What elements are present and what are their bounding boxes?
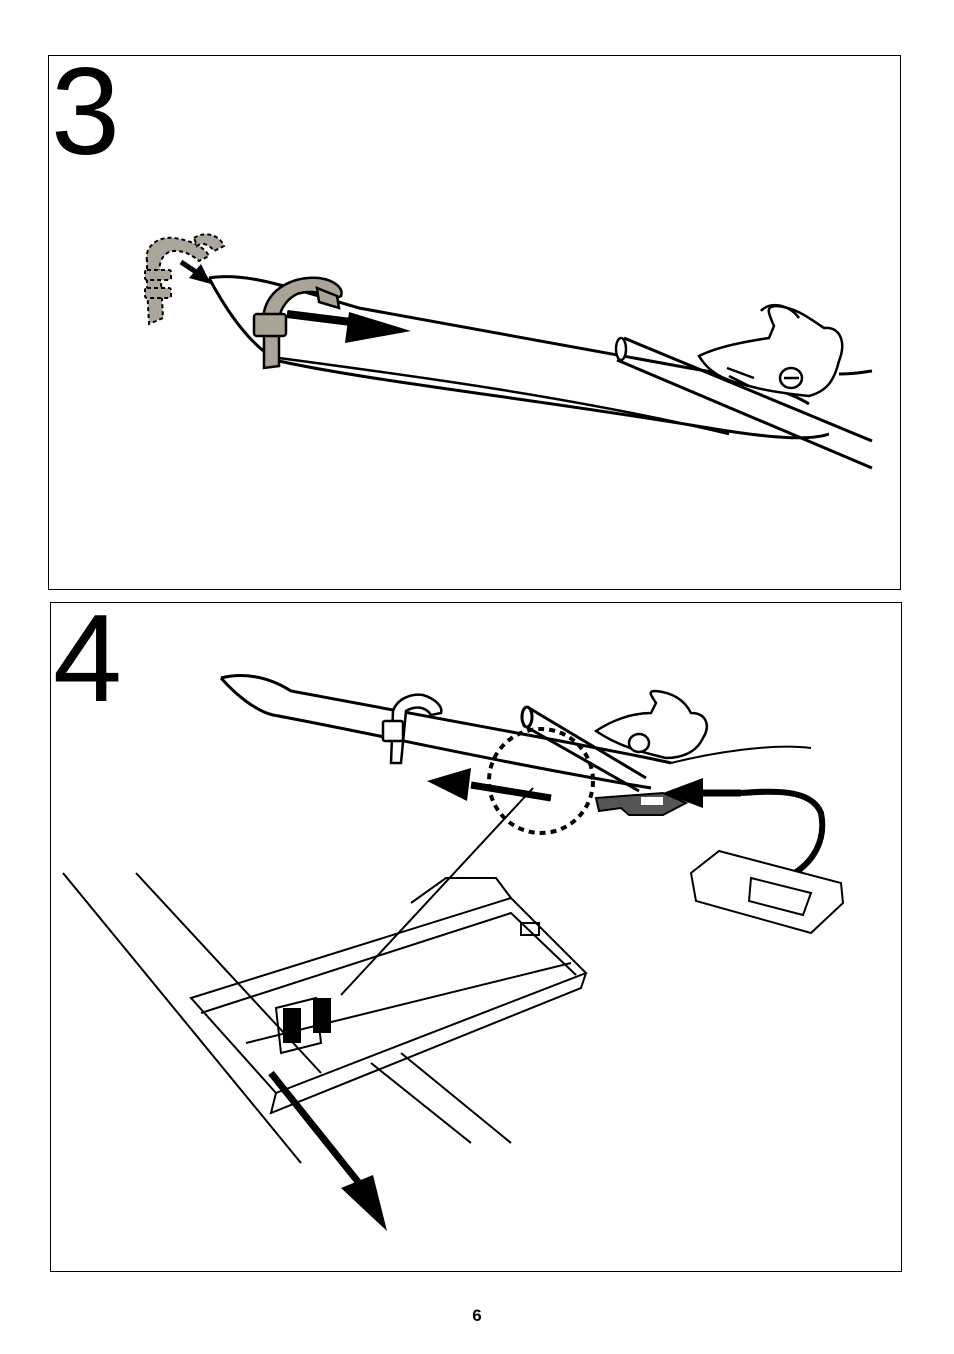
page-number: 6 (0, 1306, 954, 1326)
arrow-icon (427, 768, 551, 801)
detail-part (691, 851, 843, 933)
ski-bottom-edge (221, 678, 651, 788)
leader-line (341, 788, 533, 995)
strap (383, 695, 441, 763)
ski-top-edge (209, 277, 809, 404)
step-3-panel: 3 (48, 55, 901, 590)
step-4-panel: 4 (50, 602, 902, 1272)
arrow-icon (181, 262, 411, 343)
step-4-illustration (51, 603, 903, 1273)
binding-clamp (596, 691, 707, 758)
step-3-illustration (49, 56, 902, 591)
arrow-icon (271, 1073, 387, 1231)
binding-clamp (699, 305, 842, 396)
strap-dashed-position (145, 234, 224, 324)
